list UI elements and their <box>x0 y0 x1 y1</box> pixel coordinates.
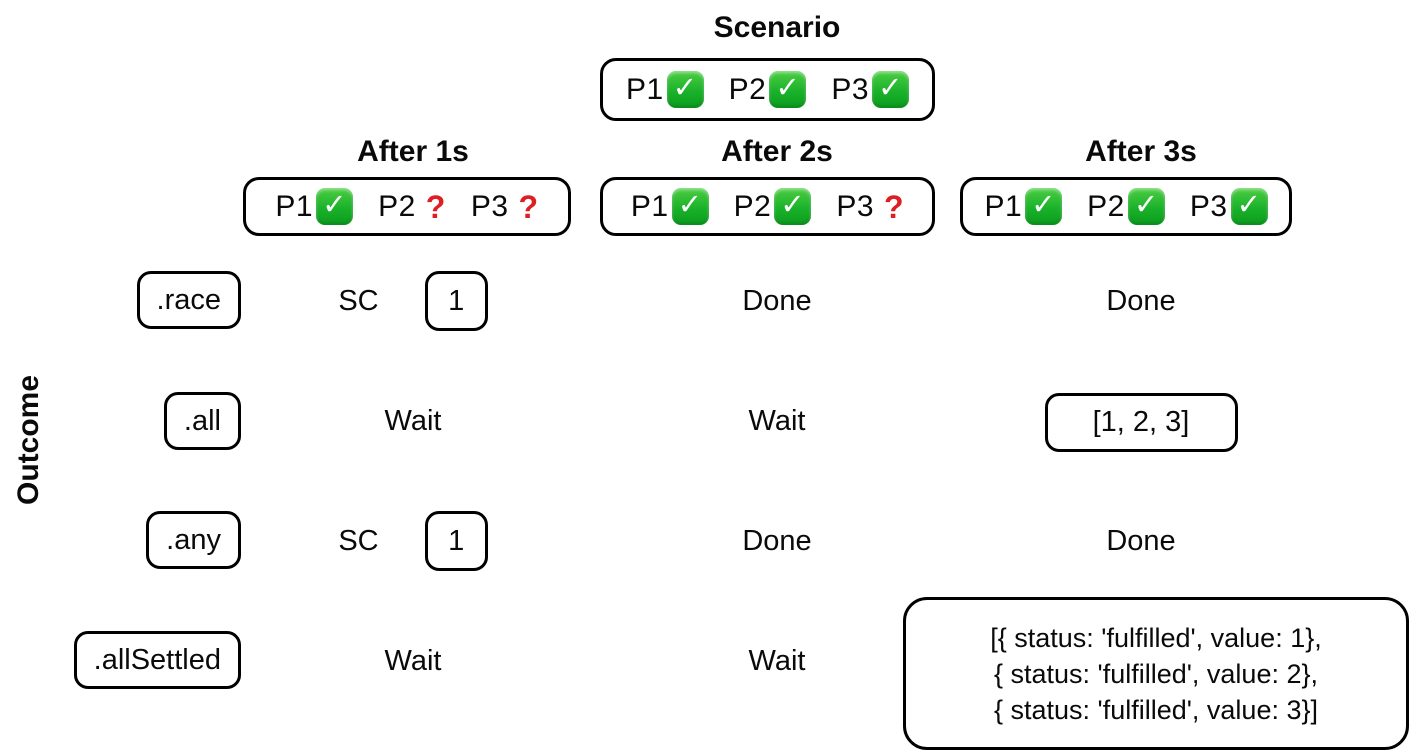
cell-allsettled-after-2s: Wait <box>748 644 806 677</box>
promise-chip-p2: P2 <box>378 190 446 224</box>
red-question-mark-icon <box>884 191 904 223</box>
promise-chip-p3: P3 <box>471 190 539 224</box>
method-box-allsettled: .allSettled <box>73 631 241 689</box>
method-label: .any <box>166 523 221 556</box>
promise-chip-p1: P1 <box>631 188 709 225</box>
promise-chip-p1: P1 <box>626 71 704 108</box>
scenario-title: Scenario <box>713 11 841 44</box>
value: [1, 2, 3] <box>1092 405 1190 438</box>
cell-all-after-2s: Wait <box>748 404 806 437</box>
status-box-after-2s: P1 P2 P3 <box>600 177 935 236</box>
cell-race-after-3s: Done <box>1106 284 1176 317</box>
promise-label: P2 <box>1087 189 1125 223</box>
red-question-mark-icon <box>519 191 539 223</box>
promise-chip-p2: P2 <box>729 71 807 108</box>
column-header-after-3s: After 3s <box>1085 135 1197 168</box>
method-label: .all <box>183 404 221 437</box>
promise-label: P2 <box>733 189 772 223</box>
column-header-after-2s: After 2s <box>721 135 833 168</box>
check-mark-icon <box>1230 188 1268 225</box>
scenario-box: P1 P2 P3 <box>600 58 935 121</box>
promise-chip-p3: P3 <box>1190 188 1268 225</box>
method-box-any: .any <box>146 511 241 569</box>
method-box-race: .race <box>136 271 241 329</box>
cell-any-after-3s: Done <box>1106 524 1176 557</box>
promise-label: P2 <box>378 189 416 223</box>
check-mark-icon <box>316 188 354 225</box>
status-box-after-1s: P1 P2 P3 <box>243 177 571 236</box>
promise-label: P3 <box>1189 189 1228 223</box>
result-line: [{ status: 'fulfilled', value: 1}, <box>990 622 1322 653</box>
red-question-mark-icon <box>426 191 446 223</box>
short-circuit-label: SC <box>338 284 379 317</box>
check-mark-icon <box>666 71 704 108</box>
cell-allsettled-after-1s: Wait <box>384 644 442 677</box>
cell-race-after-1s: SC 1 <box>243 270 583 332</box>
promise-label: P1 <box>630 189 669 223</box>
cell-race-after-2s: Done <box>742 284 812 317</box>
method-label: .race <box>156 283 221 316</box>
check-mark-icon <box>872 71 910 108</box>
cell-all-after-1s: Wait <box>384 404 442 437</box>
promise-chip-p1: P1 <box>984 188 1063 225</box>
method-label: .allSettled <box>93 643 221 676</box>
cell-any-after-2s: Done <box>742 524 812 557</box>
check-mark-icon <box>1127 188 1165 225</box>
method-box-all: .all <box>163 392 241 450</box>
promise-label: P2 <box>728 72 767 106</box>
outcome-axis-label: Outcome <box>12 374 45 506</box>
value-box: 1 <box>424 271 488 331</box>
promise-chip-p3: P3 <box>836 190 904 224</box>
check-mark-icon <box>1025 188 1063 225</box>
promise-label: P3 <box>470 189 509 223</box>
result-line: { status: 'fulfilled', value: 2}, <box>994 658 1318 689</box>
cell-any-after-1s: SC 1 <box>243 510 583 572</box>
check-mark-icon <box>671 188 709 225</box>
promise-chip-p1: P1 <box>275 188 354 225</box>
column-header-after-1s: After 1s <box>357 135 469 168</box>
cell-all-after-3s: [1, 2, 3] <box>971 392 1311 452</box>
check-mark-icon <box>769 71 807 108</box>
promise-chip-p2: P2 <box>1087 188 1165 225</box>
promise-label: P1 <box>275 189 314 223</box>
promise-label: P1 <box>625 72 664 106</box>
value-box: [1, 2, 3] <box>1044 392 1238 452</box>
status-box-after-3s: P1 P2 P3 <box>960 177 1292 236</box>
value: 1 <box>448 284 465 317</box>
promise-chip-p3: P3 <box>831 71 910 108</box>
promise-chip-p2: P2 <box>734 188 812 225</box>
check-mark-icon <box>774 188 812 225</box>
promise-label: P3 <box>836 189 875 223</box>
promise-label: P1 <box>984 189 1023 223</box>
value: 1 <box>448 524 465 557</box>
value-box: 1 <box>424 511 488 571</box>
result-line: { status: 'fulfilled', value: 3}] <box>994 694 1318 725</box>
short-circuit-label: SC <box>338 524 379 557</box>
allsettled-result-box: [{ status: 'fulfilled', value: 1}, { sta… <box>903 597 1409 750</box>
promise-label: P3 <box>831 72 870 106</box>
